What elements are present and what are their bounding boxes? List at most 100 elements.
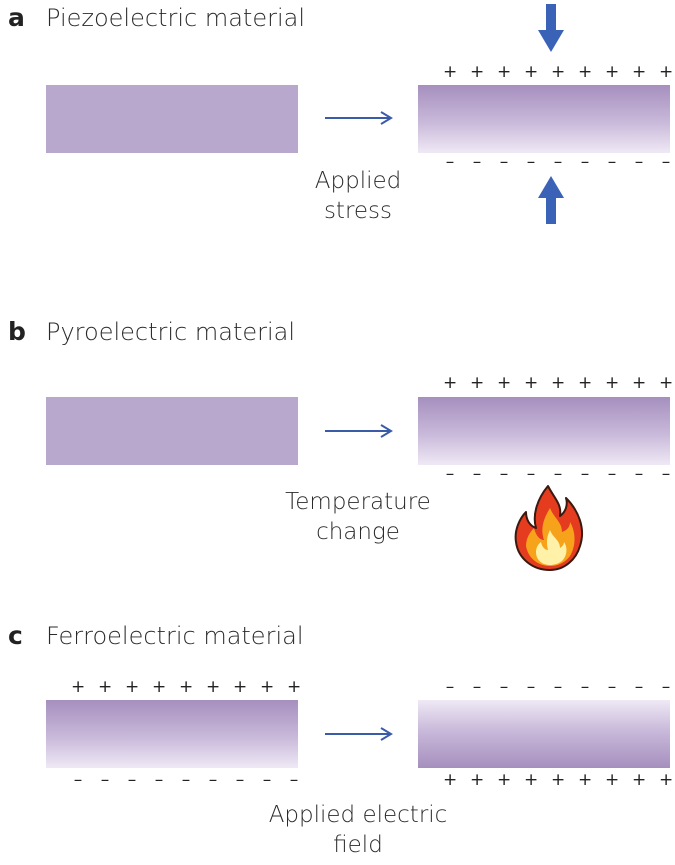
charge: + (470, 62, 485, 82)
charge: – (580, 152, 590, 172)
charges-bottom-after: + + + + + + + + + (443, 770, 673, 790)
charge: + (659, 373, 674, 393)
charge: – (127, 770, 137, 790)
process-label: Applied stress (288, 166, 428, 226)
charge: + (125, 677, 140, 697)
process-label: Applied electric field (248, 800, 468, 860)
panel-piezoelectric: a Piezoelectric material Applied stress … (0, 0, 675, 290)
charge: + (659, 770, 674, 790)
charges-top-before: + + + + + + + + + (71, 677, 301, 697)
charges-bottom: – – – – – – – – – (443, 464, 673, 484)
process-arrow-icon (325, 424, 393, 438)
charge: + (233, 677, 248, 697)
charge: + (605, 770, 620, 790)
material-block-before (46, 700, 298, 768)
charge: + (206, 677, 221, 697)
charge: – (472, 464, 482, 484)
charge: – (607, 677, 617, 697)
charge: + (524, 770, 539, 790)
charge: – (634, 464, 644, 484)
process-arrow-icon (325, 727, 393, 741)
charges-top: + + + + + + + + + (443, 373, 673, 393)
charges-bottom-before: – – – – – – – – – (71, 770, 301, 790)
charge: + (578, 770, 593, 790)
charge: – (634, 152, 644, 172)
charge: – (499, 464, 509, 484)
charge: + (497, 770, 512, 790)
charge: + (179, 677, 194, 697)
charge: + (524, 373, 539, 393)
charge: – (208, 770, 218, 790)
charge: – (661, 152, 671, 172)
charge: – (445, 464, 455, 484)
charge: – (526, 677, 536, 697)
charge: – (499, 677, 509, 697)
process-label-line2: field (333, 832, 383, 858)
flame-icon (514, 485, 584, 571)
charge: – (607, 152, 617, 172)
charge: – (262, 770, 272, 790)
charge: – (526, 464, 536, 484)
panel-pyroelectric: b Pyroelectric material Temperature chan… (8, 317, 673, 571)
process-label: Temperature change (268, 487, 448, 547)
charge: + (605, 373, 620, 393)
charge: – (73, 770, 83, 790)
charge: – (580, 464, 590, 484)
panel-letter: b (8, 317, 26, 346)
charge: + (632, 373, 647, 393)
charge: + (260, 677, 275, 697)
charge: + (470, 373, 485, 393)
charge: + (551, 62, 566, 82)
charge: – (661, 464, 671, 484)
charge: – (235, 770, 245, 790)
process-label-line1: Applied electric (268, 802, 448, 828)
charge: + (443, 62, 458, 82)
charge: + (497, 373, 512, 393)
charge: + (470, 770, 485, 790)
charge: – (634, 677, 644, 697)
charge: + (443, 373, 458, 393)
charge: – (472, 152, 482, 172)
panel-letter: a (8, 3, 25, 32)
charge: – (526, 152, 536, 172)
charge: – (580, 677, 590, 697)
charge: – (499, 152, 509, 172)
charge: – (553, 677, 563, 697)
charge: + (578, 373, 593, 393)
charges-top: + + + + + + + + + (443, 62, 673, 82)
charge: – (100, 770, 110, 790)
process-label-line2: change (316, 519, 400, 545)
charge: – (289, 770, 299, 790)
charge: – (553, 152, 563, 172)
charge: – (553, 464, 563, 484)
charge: – (445, 152, 455, 172)
material-block-after (418, 85, 670, 153)
charge: + (71, 677, 86, 697)
charge: + (497, 62, 512, 82)
charge: + (659, 62, 674, 82)
material-block-before (46, 397, 298, 465)
charge: + (98, 677, 113, 697)
charge: – (607, 464, 617, 484)
charge: – (472, 677, 482, 697)
charge: – (661, 677, 671, 697)
charge: + (632, 770, 647, 790)
charge: + (287, 677, 302, 697)
process-label-line1: Applied (314, 168, 402, 194)
charge: + (524, 62, 539, 82)
charges-bottom: – – – – – – – – – (443, 152, 673, 172)
charge: + (152, 677, 167, 697)
panel-title: Ferroelectric material (46, 622, 304, 650)
material-block-before (46, 85, 298, 153)
panel-letter: c (8, 621, 23, 650)
panel-title: Pyroelectric material (46, 318, 296, 346)
charge: – (445, 677, 455, 697)
stress-arrow-down-icon (538, 4, 564, 52)
charge: + (578, 62, 593, 82)
process-label-line1: Temperature (285, 489, 431, 515)
stress-arrow-up-icon (538, 176, 564, 224)
charges-top-after: – – – – – – – – – (443, 677, 673, 697)
charge: – (154, 770, 164, 790)
charge: + (551, 373, 566, 393)
